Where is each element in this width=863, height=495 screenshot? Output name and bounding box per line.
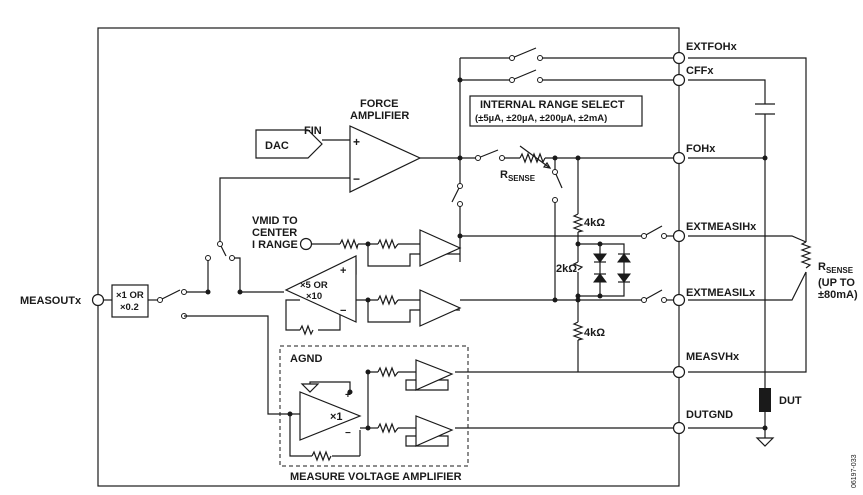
- res-2k-label: 2kΩ: [556, 263, 577, 275]
- vmid-label-3: I RANGE: [252, 239, 298, 251]
- mva-dashed-box: [279, 345, 469, 467]
- dut-block: [759, 388, 771, 412]
- cff-capacitor: [755, 103, 775, 115]
- pin-extfohx[interactable]: [672, 51, 686, 65]
- range-select-values: (±5µA, ±20µA, ±200µA, ±2mA): [475, 113, 607, 124]
- pin-fohx[interactable]: [672, 151, 686, 165]
- figure-id: 06197-033: [851, 454, 858, 488]
- gain5-amp-plus: +: [340, 265, 346, 277]
- pin-extmeasihx[interactable]: [672, 229, 686, 243]
- force-amp-label-1: FORCE: [360, 98, 399, 110]
- switches: [157, 47, 667, 319]
- junction-dots: [205, 77, 768, 431]
- ground-icon: [755, 437, 775, 447]
- force-amplifier: [349, 125, 422, 193]
- chip-boundary: [97, 27, 680, 487]
- ext-rsense-label-2: (UP TO: [818, 277, 855, 289]
- resistors: [299, 213, 812, 462]
- pin-extmeasilx[interactable]: [672, 293, 686, 307]
- vmid-label-1: VMID TO: [252, 215, 298, 227]
- vmid-label-2: CENTER: [252, 227, 297, 239]
- gain-selector-line2: ×0.2: [120, 302, 139, 313]
- mva-amp-minus: −: [345, 428, 351, 439]
- agnd-ground-icon: [300, 383, 320, 393]
- gain5-amp-minus: −: [340, 305, 346, 317]
- gain-selector-block: [111, 284, 149, 318]
- pin-label-cffx: CFFx: [686, 65, 714, 77]
- pin-measoutx[interactable]: [91, 293, 105, 307]
- pin-label-extfohx: EXTFOHx: [686, 41, 738, 53]
- pin-vmid[interactable]: [299, 237, 313, 251]
- ext-rsense-label: RSENSE: [818, 261, 854, 275]
- gain1-label: ×1: [330, 411, 343, 423]
- res-4k-bottom-label: 4kΩ: [584, 327, 605, 339]
- pin-label-dutgnd: DUTGND: [686, 409, 733, 421]
- ext-rsense-label-3: ±80mA): [818, 289, 858, 301]
- gain5-label-1: ×5 OR: [300, 280, 328, 291]
- pin-label-extmeasihx: EXTMEASIHx: [686, 221, 757, 233]
- pins: [91, 51, 686, 435]
- force-amp-minus: −: [353, 172, 360, 186]
- gain-5x-amplifier: [284, 255, 357, 323]
- buffer-amp-upper: [419, 229, 462, 267]
- force-amp-label-2: AMPLIFIER: [350, 110, 409, 122]
- fin-label: FIN: [304, 125, 322, 137]
- pin-label-fohx: FOHx: [686, 143, 716, 155]
- pin-label-measvhx: MEASVHx: [686, 351, 740, 363]
- clamp-diodes: [593, 250, 631, 290]
- mva-label: MEASURE VOLTAGE AMPLIFIER: [290, 471, 462, 483]
- pin-dutgnd[interactable]: [672, 421, 686, 435]
- measure-voltage-amplifier: [299, 391, 362, 441]
- gain-selector-line1: ×1 OR: [116, 290, 144, 301]
- range-select-box: [469, 95, 643, 127]
- buffer-amp-measvh: [415, 359, 454, 391]
- res-4k-top-label: 4kΩ: [584, 217, 605, 229]
- range-select-title: INTERNAL RANGE SELECT: [480, 99, 625, 111]
- buffer-amp-dutgnd: [415, 415, 454, 447]
- dac-block: [255, 129, 323, 159]
- buffer-amp-lower: [419, 289, 462, 327]
- gain5-label-2: ×10: [306, 291, 322, 302]
- dac-label: DAC: [265, 140, 289, 152]
- pin-measvhx[interactable]: [672, 365, 686, 379]
- pin-label-extmeasilx: EXTMEASILx: [686, 287, 756, 299]
- internal-rsense: [519, 145, 552, 169]
- pin-label-measoutx: MEASOUTx: [20, 295, 82, 307]
- pin-cffx[interactable]: [672, 73, 686, 87]
- mva-amp-plus: +: [345, 390, 351, 401]
- rsense-label: RSENSE: [500, 169, 536, 183]
- force-amp-plus: +: [353, 135, 360, 149]
- dut-label: DUT: [779, 395, 802, 407]
- agnd-label: AGND: [290, 353, 322, 365]
